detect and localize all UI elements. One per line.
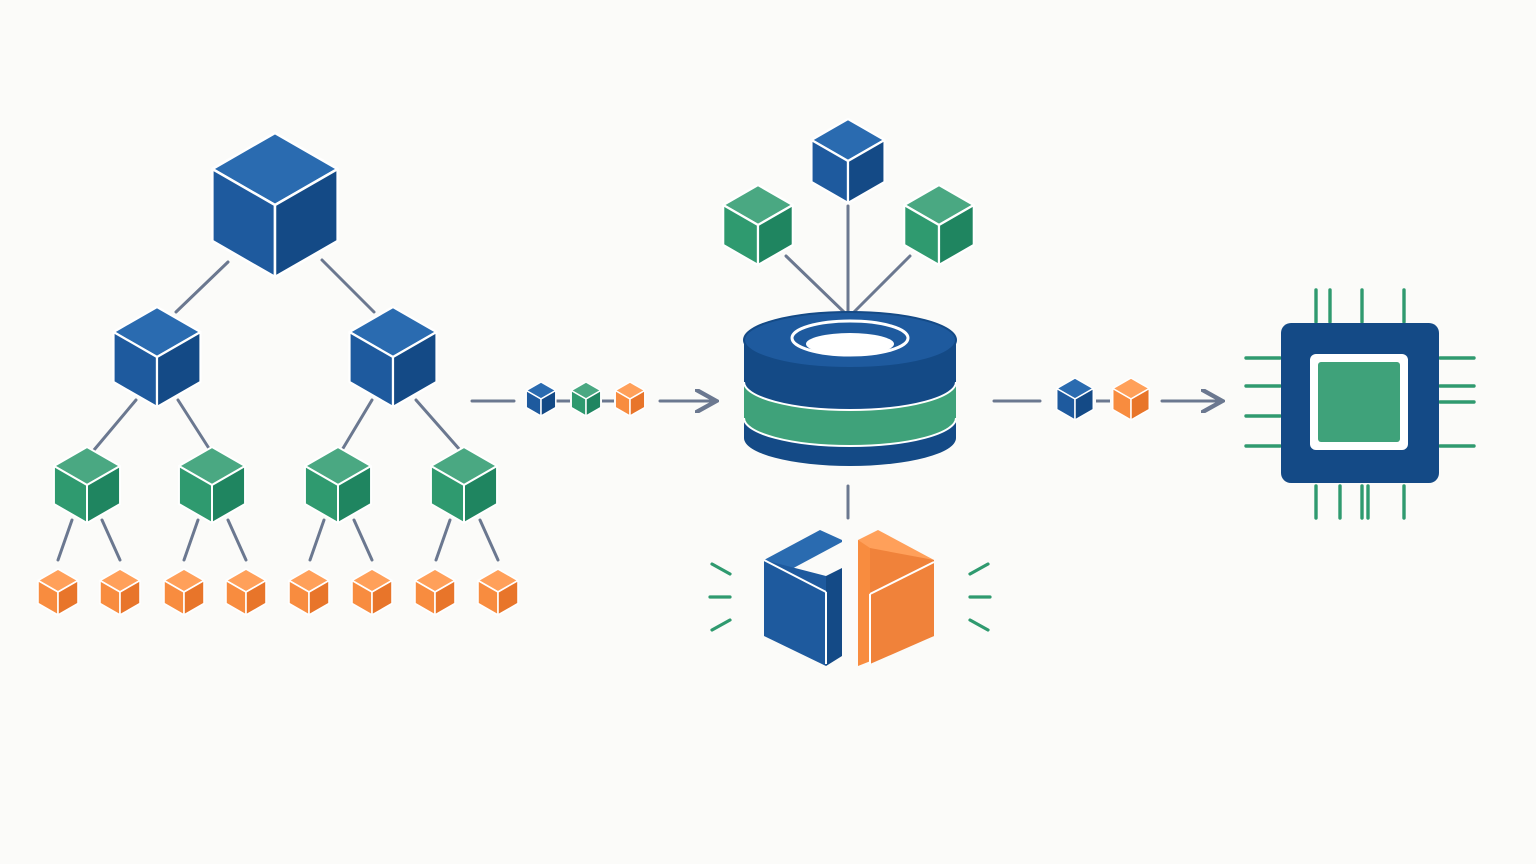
- database-cylinder: [743, 311, 957, 466]
- flow-token-cube: [614, 381, 646, 417]
- cube-face-right: [308, 579, 330, 616]
- hub-edge: [850, 254, 912, 316]
- cylinder-top-band: [744, 340, 956, 410]
- cube-face-right: [1130, 387, 1151, 421]
- tree-edge: [308, 518, 326, 562]
- cube-face-right: [86, 465, 122, 524]
- hub-edge: [784, 254, 848, 316]
- hub-input-cube: [722, 183, 794, 267]
- split-block-edge: [869, 561, 935, 595]
- flow-token-cube: [1111, 377, 1151, 421]
- flow-tokens: [525, 381, 646, 417]
- split-block: [763, 530, 935, 666]
- tree-leaf-cube: [351, 568, 393, 616]
- cube-face-right: [211, 465, 247, 524]
- cylinder-divider: [743, 381, 957, 411]
- processor-chip: [1244, 288, 1476, 520]
- tree-edge: [352, 518, 374, 562]
- cube-face-right: [183, 579, 205, 616]
- split-block-orange-left: [858, 540, 870, 594]
- cube-face-right: [463, 465, 499, 524]
- tree-edge: [92, 398, 138, 452]
- split-block-blue-right: [826, 568, 842, 666]
- flow-token-cube: [1055, 377, 1095, 421]
- cube-face-right: [497, 579, 519, 616]
- tree-edge: [478, 518, 500, 562]
- tree-connectors: [56, 258, 500, 562]
- cylinder-bottom-band: [744, 418, 956, 466]
- tree-level1-cube: [348, 305, 438, 409]
- tree-leaf-cube: [414, 568, 456, 616]
- tree-leaf-cube: [37, 568, 79, 616]
- tree-edge: [414, 398, 462, 452]
- flow-tokens: [1055, 377, 1151, 421]
- cube-face-right: [1074, 387, 1095, 421]
- split-block-orange-face: [870, 548, 934, 664]
- cube-face-right: [337, 465, 373, 524]
- split-burst-marks: [708, 562, 992, 632]
- cylinder-green-band: [744, 382, 956, 446]
- hub-input-cube: [903, 183, 975, 267]
- cube-face-right: [937, 203, 975, 267]
- tree-level2-cube: [429, 446, 499, 524]
- chip-die: [1318, 362, 1400, 442]
- hub-input-connectors: [784, 204, 912, 318]
- cylinder-hole: [806, 333, 894, 355]
- tree-edge: [174, 260, 230, 314]
- tree-edge: [56, 518, 74, 562]
- tree-leaf-cube: [225, 568, 267, 616]
- tree-level2-cube: [52, 446, 122, 524]
- tree-edge: [226, 518, 248, 562]
- cube-face-right: [245, 579, 267, 616]
- cube-face-right: [371, 579, 393, 616]
- cube-face-right: [585, 389, 602, 417]
- tree-level2-cube: [177, 446, 247, 524]
- split-block-edge: [763, 559, 827, 593]
- flow-token-cube: [570, 381, 602, 417]
- cube-face-right: [756, 203, 794, 267]
- tree-leaf-cube: [99, 568, 141, 616]
- cube-face-right: [273, 167, 339, 279]
- cube-face-right: [119, 579, 141, 616]
- tree-edge: [176, 398, 212, 452]
- cube-face-right: [155, 330, 202, 409]
- cube-face-right: [540, 389, 557, 417]
- cube-face-right: [629, 389, 646, 417]
- burst-mark: [710, 562, 732, 576]
- tree-leaf-cube: [163, 568, 205, 616]
- tree-leaf-cube: [477, 568, 519, 616]
- cube-face-right: [57, 579, 79, 616]
- tree-edge: [100, 518, 122, 562]
- cylinder-divider: [743, 417, 957, 447]
- cube-face-right: [846, 138, 886, 205]
- burst-mark: [968, 618, 990, 632]
- burst-mark: [968, 562, 990, 576]
- flow-token-cube: [525, 381, 557, 417]
- tree-edge: [340, 398, 374, 452]
- cube-face-right: [434, 579, 456, 616]
- hierarchy-tree: [37, 131, 519, 616]
- flow-arrow-1: [470, 381, 714, 417]
- flow-arrow-2: [992, 377, 1220, 421]
- chip-pins: [1244, 288, 1476, 520]
- tree-edge: [320, 258, 376, 314]
- cube-face-right: [391, 330, 438, 409]
- hub-input-cubes: [722, 117, 975, 267]
- tree-leaf-cube: [288, 568, 330, 616]
- tree-edge: [434, 518, 452, 562]
- tree-level1-cube: [112, 305, 202, 409]
- tree-edge: [182, 518, 200, 562]
- split-block-blue-top: [764, 530, 842, 572]
- hub-input-cube: [810, 117, 886, 205]
- tree-root-cube: [211, 131, 339, 279]
- tree-level2-cube: [303, 446, 373, 524]
- split-block-blue-left: [764, 560, 826, 666]
- burst-mark: [710, 618, 732, 632]
